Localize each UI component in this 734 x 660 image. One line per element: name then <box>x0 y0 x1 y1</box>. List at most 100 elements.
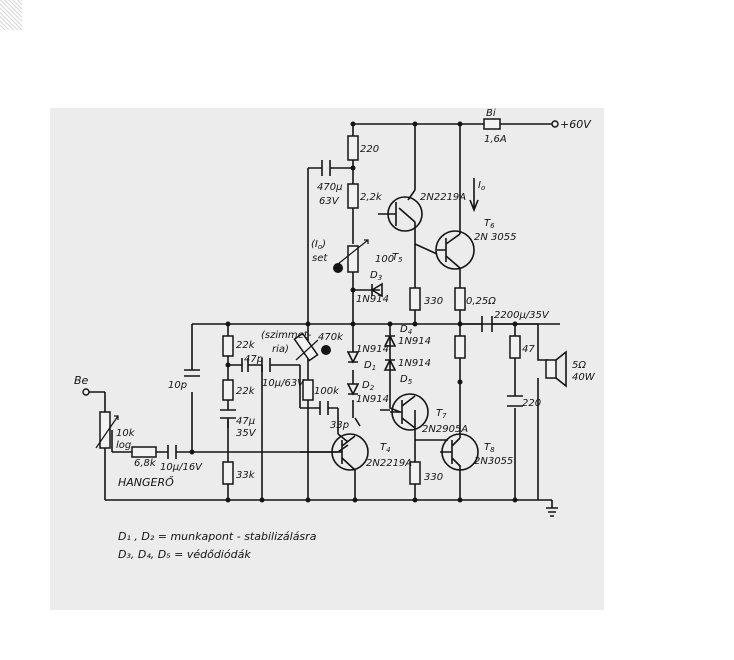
transistor-T6-name: T6 <box>484 218 495 230</box>
label-33k: 33k <box>236 470 256 481</box>
capacitor-220 <box>507 395 523 407</box>
label-sym-2: ria) <box>272 344 289 355</box>
label-io-set-2: set <box>312 253 328 264</box>
input-label: Be <box>74 374 89 387</box>
label-025-top: 0,25Ω <box>466 296 496 307</box>
label-330-top: 330 <box>424 296 443 307</box>
label-sym-1: (szimmet- <box>261 330 312 341</box>
transistor-T5-name: T5 <box>392 252 403 264</box>
pot-470k-arrow <box>295 339 319 361</box>
resistor-100k <box>302 379 314 401</box>
transistor-T6 <box>435 230 475 270</box>
diodes <box>346 282 397 396</box>
potentiometer-470k <box>293 332 319 362</box>
transistor-T6-type: 2N 3055 <box>474 232 516 243</box>
label-47u: 47µ <box>236 416 255 427</box>
label-47u-volts: 35V <box>236 428 257 439</box>
diode-D2-label: D2 <box>362 380 375 392</box>
resistor-22k-top <box>222 335 234 357</box>
label-log: log <box>116 440 131 451</box>
volume-label: HANGERŐ <box>118 475 174 489</box>
diode-D2-type: 1N914 <box>356 394 389 405</box>
resistor-025-top <box>454 287 466 311</box>
label-330-bottom: 330 <box>424 472 443 483</box>
speaker-impedance: 5Ω <box>572 360 586 371</box>
transistor-T4-name: T4 <box>380 442 391 454</box>
capacitors <box>167 160 523 459</box>
transistor-T8-name: T8 <box>484 442 495 454</box>
capacitor-33p <box>319 401 329 415</box>
transistors <box>300 196 479 471</box>
label-470u: 470µ <box>317 182 342 193</box>
label-100k: 100k <box>314 386 340 397</box>
diode-D2 <box>346 383 360 396</box>
label-22k-top: 22k <box>236 340 256 351</box>
current-arrow-icon <box>469 178 479 213</box>
capacitor-2200u <box>481 316 493 332</box>
potentiometer-10k <box>99 411 111 449</box>
diode-D4-type: 1N914 <box>398 336 431 347</box>
resistor-6k8 <box>131 446 157 458</box>
legend-line-1: D₁ , D₂ = munkapont - stabilizálásra <box>118 530 317 543</box>
label-47p: 47p <box>244 354 263 365</box>
diode-D5 <box>383 358 397 371</box>
supply-voltage-label: +60V <box>560 118 592 131</box>
transistor-T7-name: T7 <box>436 408 447 420</box>
diode-D4 <box>383 334 397 347</box>
diode-D1-type: 1N914 <box>356 344 389 355</box>
transistor-T8 <box>440 433 479 471</box>
speaker-power: 40W <box>572 372 596 383</box>
input-terminal <box>82 388 90 396</box>
fuse-name-label: Bi <box>486 108 496 119</box>
speaker-icon <box>545 350 567 388</box>
transistor-T4 <box>300 433 369 471</box>
label-10k: 10k <box>116 428 136 439</box>
resistor-025-bottom <box>454 335 466 359</box>
scan-corner-noise <box>0 0 22 30</box>
resistor-33k <box>222 461 234 485</box>
label-33p: 33p <box>330 420 349 431</box>
resistors <box>99 118 521 485</box>
transistor-T8-type: 2N3055 <box>474 456 513 467</box>
label-10p: 10p <box>168 380 187 391</box>
fuse <box>483 118 501 130</box>
transistor-T7-type: 2N2905A <box>422 424 468 435</box>
capacitor-10u-16v <box>167 445 177 459</box>
label-220: 220 <box>360 144 379 155</box>
transistor-T4-type: 2N2219A <box>366 458 412 469</box>
resistor-22k-bottom <box>222 379 234 401</box>
pot-100-arrow <box>337 239 369 265</box>
label-10u-16v: 10µ/16V <box>160 462 203 473</box>
resistor-2k2 <box>347 183 359 209</box>
diode-D5-label: D5 <box>400 374 413 386</box>
pot-10k-arrow <box>95 415 119 449</box>
label-cap-out: 2200µ/35V <box>494 310 550 321</box>
fuse-rating-label: 1,6A <box>484 134 507 145</box>
resistor-220 <box>347 135 359 161</box>
capacitor-10u-63v <box>261 358 271 372</box>
diode-D1 <box>346 351 360 364</box>
resistor-330-bottom <box>409 461 421 485</box>
label-pot-100: 100 <box>375 254 394 265</box>
diode-D3 <box>370 282 383 298</box>
label-47: 47 <box>522 344 535 355</box>
capacitor-470u <box>321 160 331 176</box>
label-470u-volts: 63V <box>319 196 340 207</box>
junction-dots <box>189 121 518 503</box>
schematic-scan-background <box>50 108 604 610</box>
supply-terminal <box>551 120 559 128</box>
transistor-T7 <box>390 393 429 431</box>
current-label: Io <box>478 180 485 192</box>
diode-D1-label: D1 <box>364 360 376 372</box>
label-22k-bottom: 22k <box>236 386 256 397</box>
label-470k: 470k <box>318 332 344 343</box>
label-c220: 220 <box>522 398 541 409</box>
label-6k8: 6,8k <box>134 458 157 469</box>
label-10u-63v: 10µ/63V <box>262 378 305 389</box>
resistor-47 <box>509 335 521 359</box>
transistor-T5 <box>378 196 423 232</box>
capacitor-10p <box>184 369 200 377</box>
label-io-set: (Io) <box>311 239 326 251</box>
diode-D4-label: D4 <box>400 324 412 336</box>
